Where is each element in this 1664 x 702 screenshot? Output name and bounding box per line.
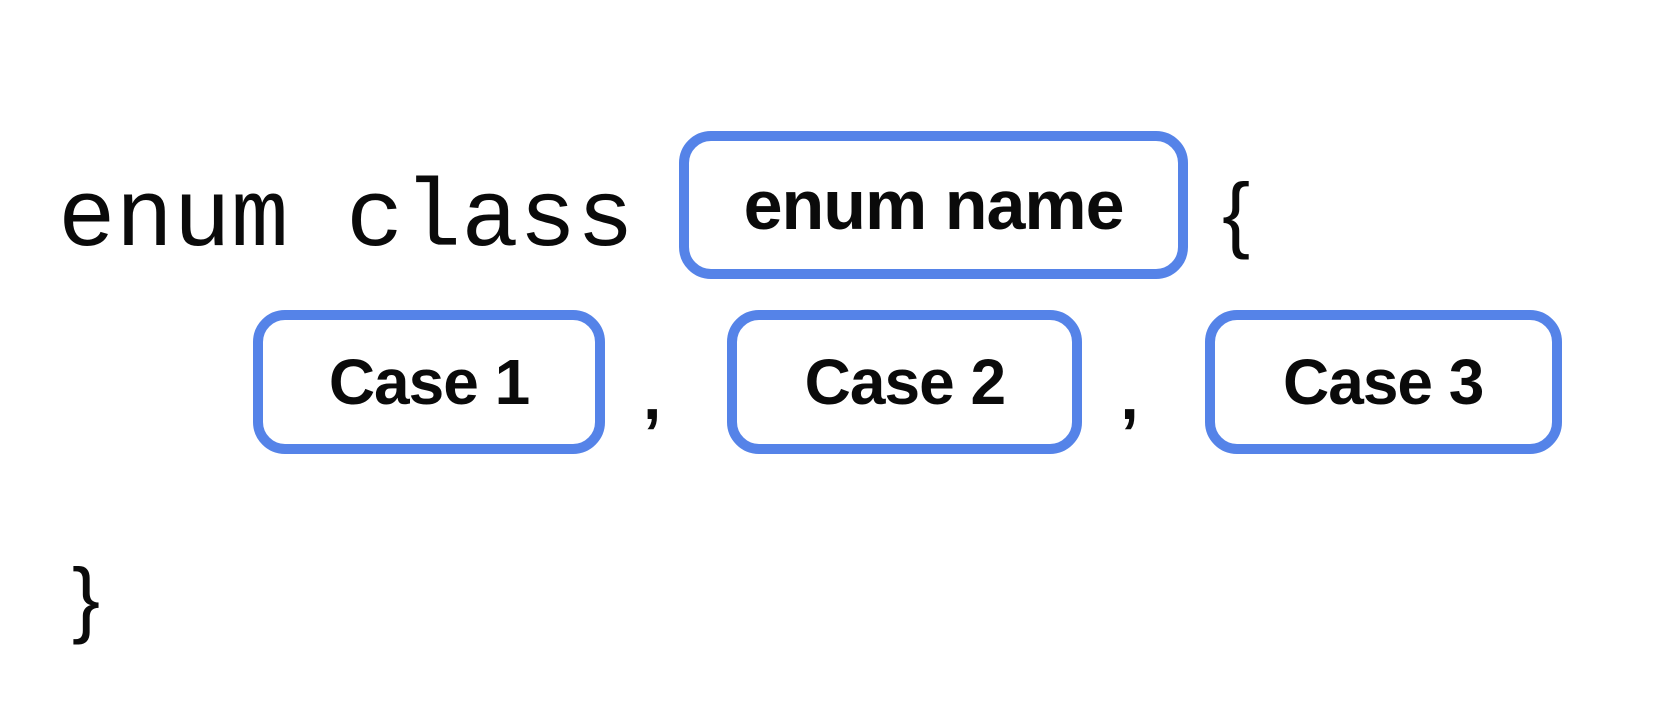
comma-separator: ,: [1120, 359, 1139, 433]
case-label: Case 3: [1283, 346, 1484, 418]
case-label: Case 2: [804, 346, 1006, 418]
enum-class-keyword: enum class: [58, 164, 635, 274]
case-label: Case 1: [328, 346, 530, 418]
enum-cases-row: Case 1 , Case 2 , Case 3: [253, 310, 1562, 454]
open-brace: {: [1222, 166, 1251, 260]
close-brace: }: [72, 551, 101, 645]
case-placeholder-box: Case 2: [727, 310, 1083, 454]
case-placeholder-box: Case 3: [1204, 310, 1562, 454]
case-placeholder-box: Case 1: [253, 310, 605, 454]
comma-separator: ,: [643, 359, 662, 433]
enum-name-label: enum name: [743, 166, 1125, 244]
enum-name-placeholder-box: enum name: [679, 131, 1189, 279]
enum-declaration-row: enum class enum name {: [58, 131, 1250, 279]
